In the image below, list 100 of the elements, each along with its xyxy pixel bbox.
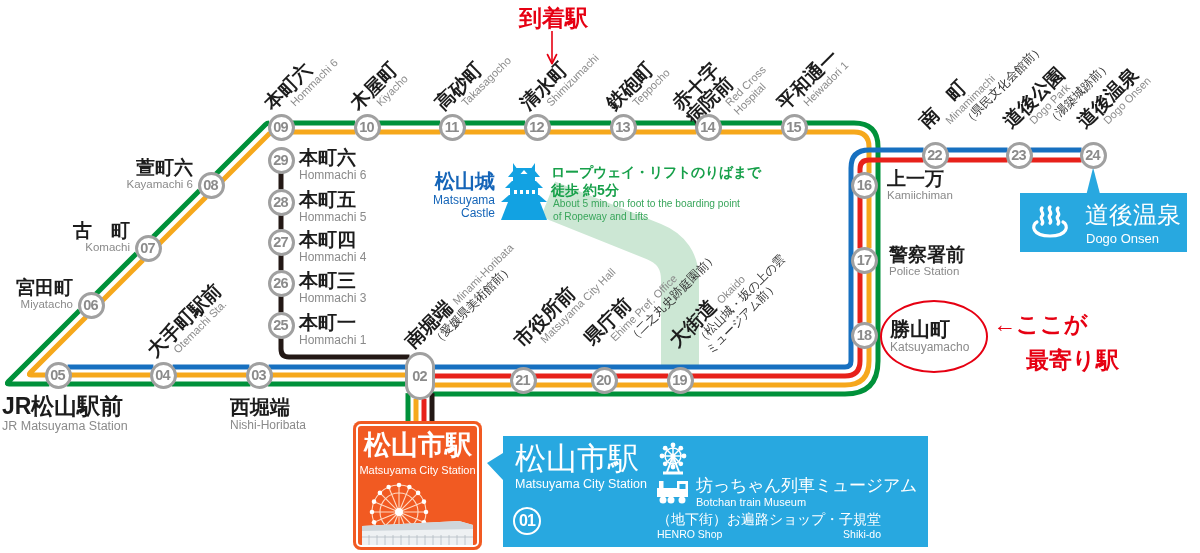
station-marker: 27	[267, 228, 295, 256]
station-name-english: Kayamachi 6	[126, 178, 193, 191]
station-marker: 23	[1005, 141, 1033, 169]
tram-line	[680, 335, 881, 397]
station-name: 本町三	[299, 270, 357, 292]
station-name-english: Kamiichiman	[887, 189, 953, 202]
tram-line	[271, 372, 406, 378]
station-name-english: Miyatacho	[19, 298, 73, 311]
tram-line	[534, 373, 593, 379]
station-name: 宮田町	[16, 277, 73, 298]
tram-line	[421, 398, 427, 421]
tram-line	[875, 260, 881, 335]
station-marker: 13	[609, 113, 637, 141]
tram-line	[267, 381, 406, 387]
station-name: 警察署前	[889, 244, 965, 265]
tram-line	[719, 120, 783, 126]
attraction-name: 坊っちゃん列車ミュージアム	[696, 476, 917, 495]
tram-line	[175, 372, 247, 378]
tram-line	[691, 346, 863, 379]
tram-line	[866, 196, 872, 249]
station-name-english: Nishi-Horibata	[230, 418, 307, 432]
tram-line	[434, 382, 512, 388]
tram-line	[548, 129, 612, 135]
tram-line	[405, 393, 411, 421]
station-name-english: Police Station	[889, 265, 961, 278]
station-marker: 29	[267, 146, 295, 174]
station-name: 本町六	[299, 147, 357, 169]
tram-line	[805, 120, 881, 185]
tram-line	[615, 382, 669, 388]
tram-line	[151, 188, 202, 239]
tram-line	[378, 129, 441, 135]
callout-subtitle: Dogo Onsen	[1086, 231, 1159, 246]
shop-name-english: Shiki-do	[843, 528, 881, 540]
tram-line	[292, 129, 356, 135]
tram-line	[431, 391, 523, 397]
tram-line	[172, 364, 250, 370]
tram-line	[220, 131, 272, 183]
tram-line	[1030, 147, 1082, 153]
tram-line	[268, 364, 406, 370]
tram-line	[94, 251, 139, 296]
station-marker: 07	[134, 235, 162, 262]
hot-spring-callout	[1020, 193, 1187, 252]
tram-line	[463, 129, 526, 135]
station-name: 萱町六	[135, 157, 193, 178]
terminal-station-panel	[353, 421, 482, 550]
station-marker: 04	[149, 361, 177, 389]
tram-line	[548, 120, 612, 126]
station-marker: 09	[267, 113, 295, 141]
callout-title: 道後温泉	[1085, 201, 1181, 229]
tram-line	[534, 382, 593, 388]
tram-line	[292, 120, 356, 126]
tram-line	[5, 308, 82, 387]
station-name-english: Katsuyamacho	[890, 340, 971, 354]
tram-line	[413, 398, 419, 421]
tram-line	[66, 381, 155, 387]
attraction-name-english: Botchan train Museum	[696, 496, 807, 508]
tram-line	[70, 372, 151, 378]
tram-line	[866, 271, 872, 324]
station-marker: 10	[353, 113, 381, 141]
tram-line	[171, 381, 251, 387]
station-name: 勝山町	[890, 318, 951, 340]
arrival-station-note: 到着駅	[517, 5, 589, 31]
station-name: 上一万	[887, 168, 945, 189]
station-name-english: Hommachi 4	[299, 251, 367, 264]
walking-time-note: ロープウェイ・リフトのりばまで徒歩 約5分	[551, 163, 763, 199]
station-marker: 15	[780, 113, 808, 141]
tram-line	[719, 129, 783, 135]
station-marker: 03	[245, 361, 273, 389]
nearest-station-note: ←ここが	[993, 311, 1088, 337]
tram-line	[857, 196, 863, 249]
tram-line	[67, 364, 154, 370]
nearest-station-note: 最寄り駅	[1026, 347, 1119, 373]
landmark-name-english: Matsuyama Castle	[431, 194, 495, 219]
tram-line	[680, 335, 854, 370]
shop-name-english: HENRO Shop	[657, 528, 723, 540]
tram-line	[691, 346, 872, 388]
tram-line	[434, 364, 523, 370]
tram-line	[278, 337, 410, 360]
station-name: 西堀端	[230, 396, 291, 418]
station-name: 古 町	[73, 220, 130, 241]
tram-line	[604, 364, 680, 370]
tram-line	[634, 129, 697, 135]
walking-time-note-english: About 5 min. on foot to the boarding point of Ropeway and Lifts	[553, 198, 741, 223]
terminal-station-name: 松山市駅	[362, 430, 473, 460]
station-marker: 25	[267, 311, 295, 339]
tram-line	[848, 185, 854, 260]
tram-line	[157, 195, 208, 246]
callout-pointer	[1086, 167, 1100, 194]
tram-line	[634, 120, 697, 126]
tram-line	[434, 373, 512, 379]
tram-line	[523, 364, 604, 370]
tram-line	[429, 393, 435, 421]
station-marker: 08	[197, 172, 225, 199]
highlight-ellipse	[880, 300, 988, 373]
station-name-english: Hommachi 5	[299, 211, 367, 224]
station-name-english: Hommachi 3	[299, 292, 367, 305]
tram-line	[100, 258, 145, 303]
tram-line	[805, 129, 872, 174]
tram-line	[1030, 157, 1082, 163]
station-marker: 28	[267, 188, 295, 216]
